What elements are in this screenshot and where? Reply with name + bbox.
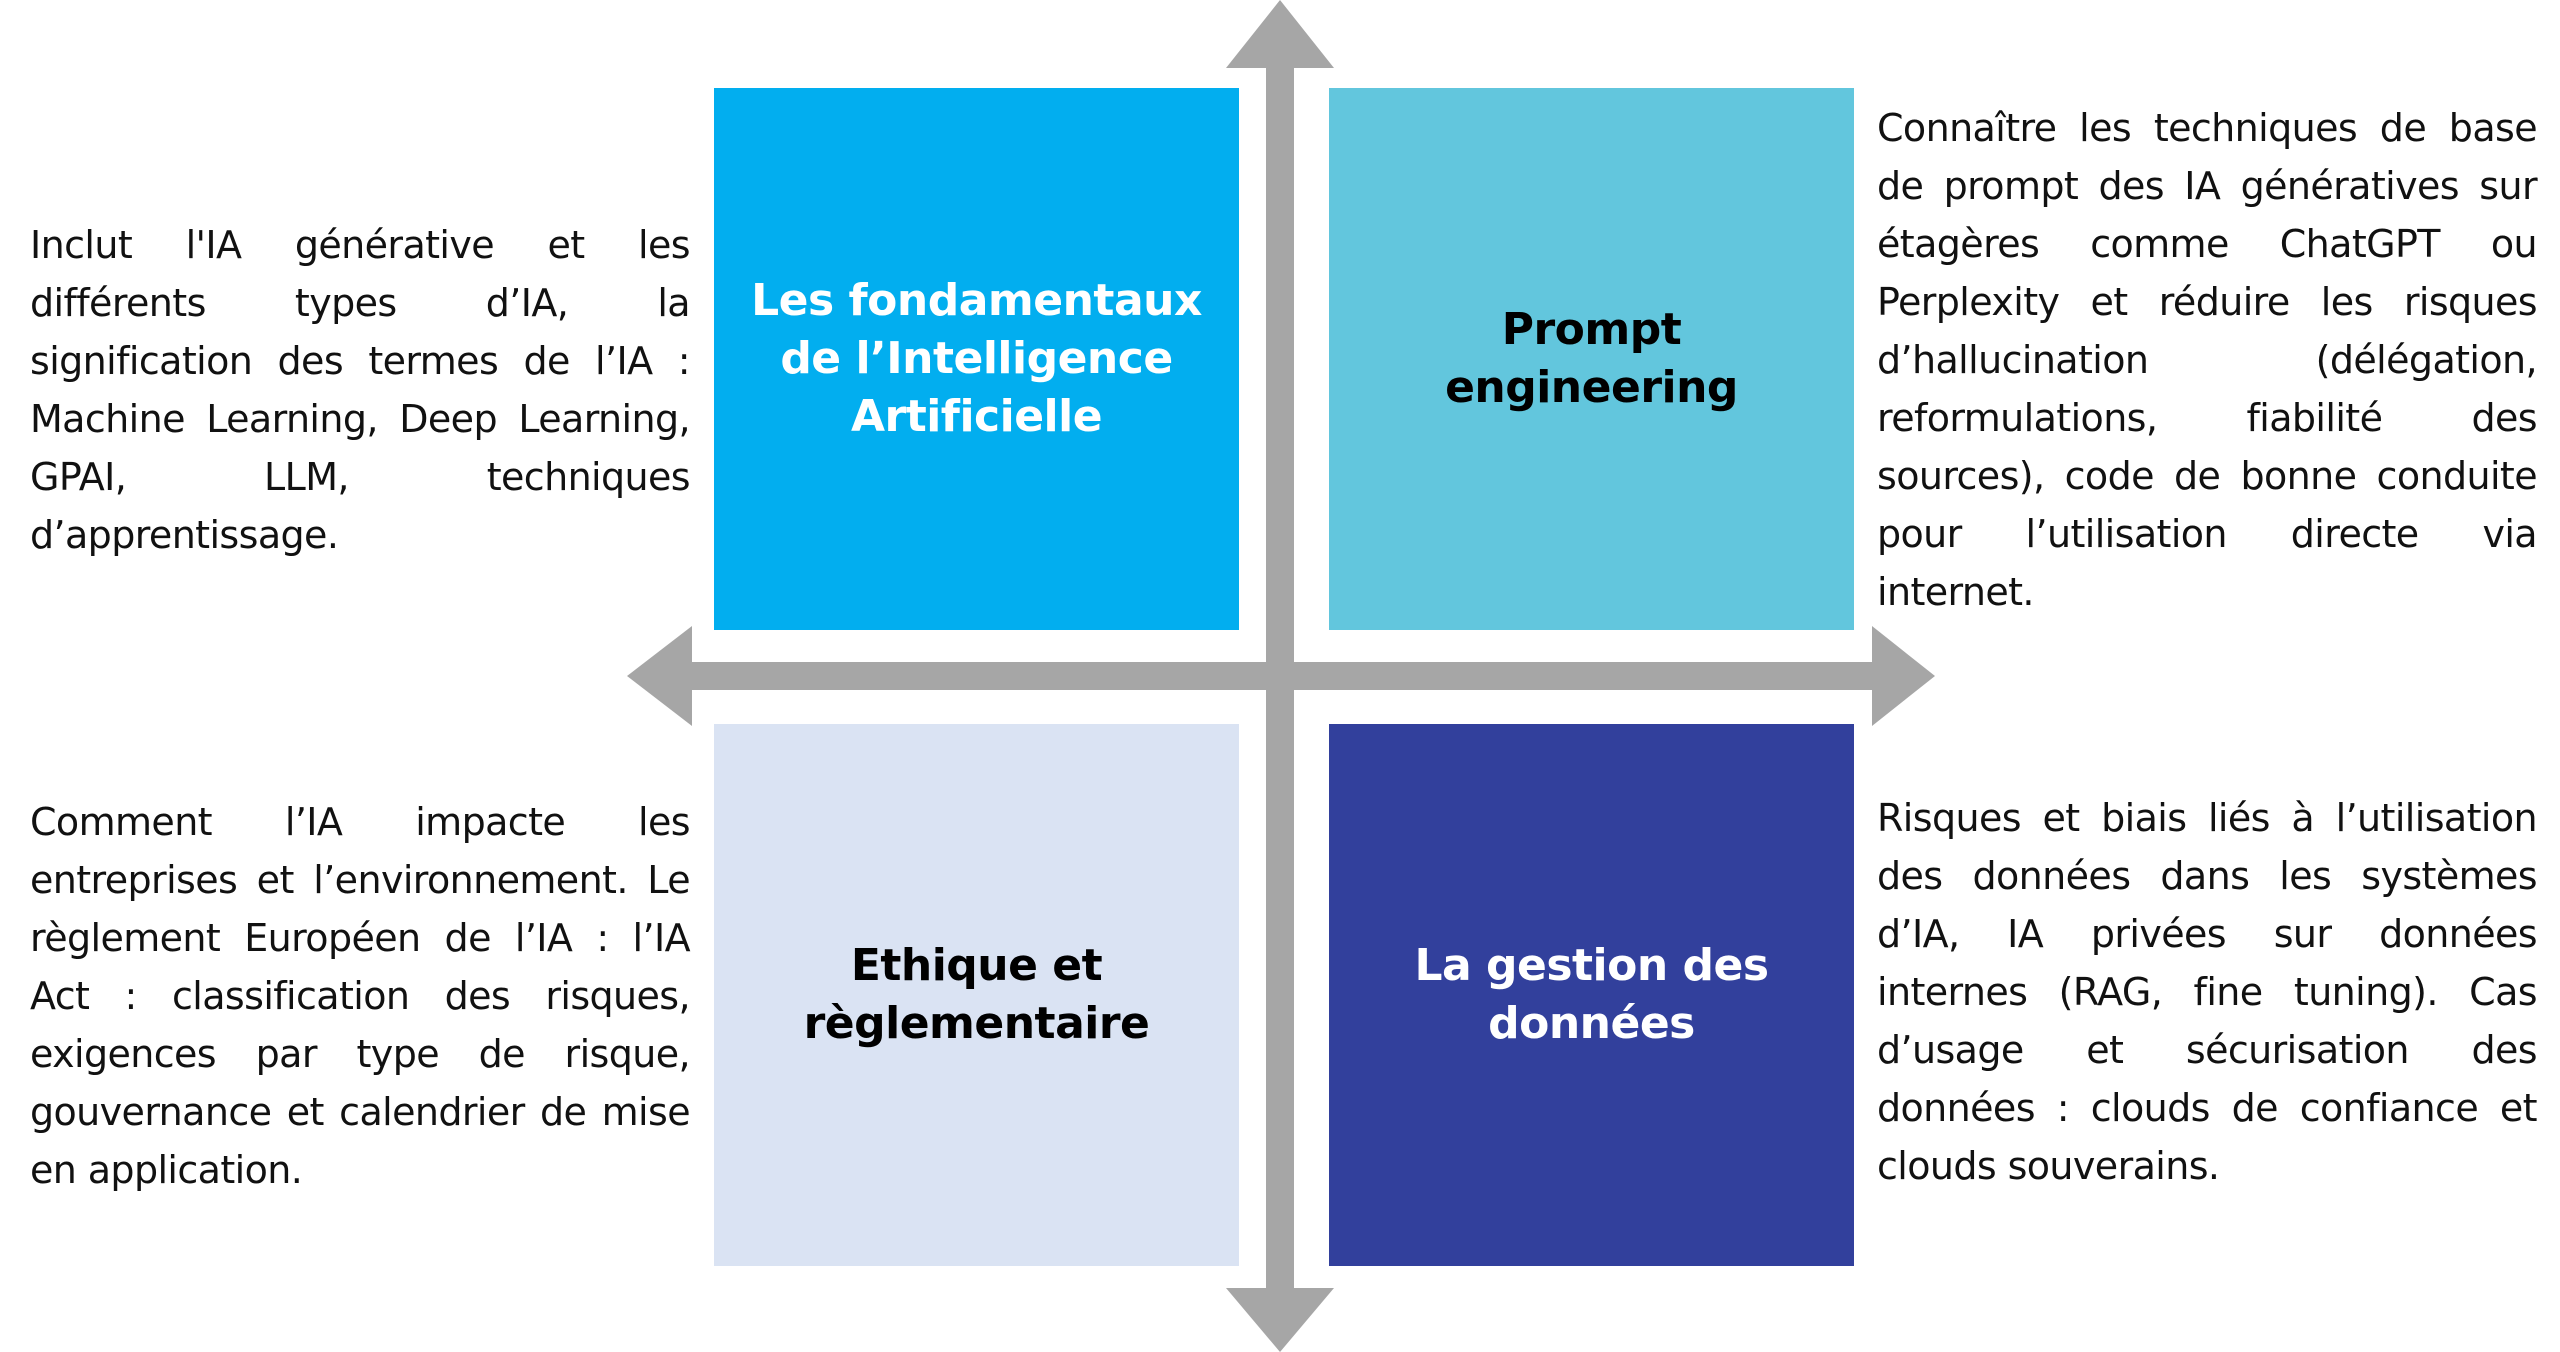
quadrant-ethics-title: Ethique et règlementaire xyxy=(803,940,1150,1049)
vertical-axis-arrow-down xyxy=(1226,1288,1334,1352)
fundamentals-description: Inclut l'IA générative et les différents… xyxy=(30,223,691,557)
horizontal-axis-shaft xyxy=(692,662,1872,690)
ethics-description: Comment l’IA impacte les entreprises et … xyxy=(30,800,691,1192)
vertical-axis-arrow-up xyxy=(1226,0,1334,68)
quadrant-ethics: Ethique et règlementaire xyxy=(714,724,1239,1266)
quadrant-prompt-engineering-title: Prompt engineering xyxy=(1445,304,1738,413)
quadrant-data-management-title: La gestion des données xyxy=(1414,940,1769,1049)
horizontal-axis-arrow-right xyxy=(1872,626,1935,726)
quadrant-fundamentals-title: Les fondamentaux de l’Intelligence Artif… xyxy=(751,275,1202,442)
quadrant-data-management: La gestion des données xyxy=(1329,724,1854,1266)
data-management-description: Risques et biais liés à l’utilisation de… xyxy=(1877,796,2538,1188)
quadrant-fundamentals: Les fondamentaux de l’Intelligence Artif… xyxy=(714,88,1239,630)
prompt-engineering-description: Connaître les techniques de base de prom… xyxy=(1877,106,2538,614)
quadrant-prompt-engineering: Prompt engineering xyxy=(1329,88,1854,630)
horizontal-axis-arrow-left xyxy=(627,626,692,726)
